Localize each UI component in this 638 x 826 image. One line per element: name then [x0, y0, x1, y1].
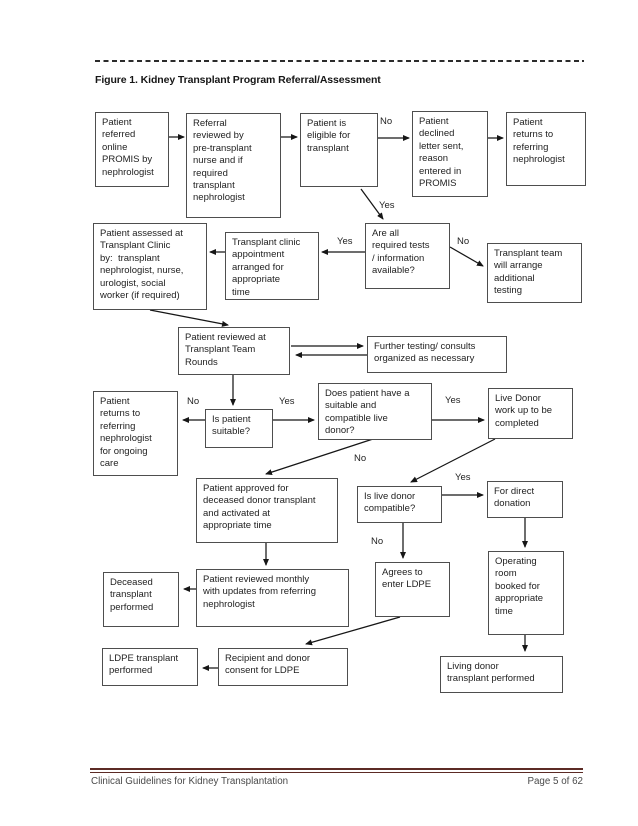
box-for-direct-donation: For direct donation: [487, 481, 563, 518]
box-further-testing-consults: Further testing/ consults organized as n…: [367, 336, 507, 373]
box-approved-deceased-donor: Patient approved for deceased donor tran…: [196, 478, 338, 543]
box-patient-declined-letter: Patient declined letter sent, reason ent…: [412, 111, 488, 197]
box-referral-reviewed: Referral reviewed by pre-transplant nurs…: [186, 113, 281, 218]
box-is-patient-suitable: Is patient suitable?: [205, 409, 273, 448]
footer-document-title: Clinical Guidelines for Kidney Transplan…: [91, 776, 289, 787]
label-yes-donor: Yes: [445, 395, 461, 406]
box-is-live-donor-compatible: Is live donor compatible?: [357, 486, 442, 523]
box-deceased-transplant-performed: Deceased transplant performed: [103, 572, 179, 627]
figure-title: Figure 1. Kidney Transplant Program Refe…: [95, 74, 381, 86]
box-patient-eligible: Patient is eligible for transplant: [300, 113, 378, 187]
box-ldpe-transplant-performed: LDPE transplant performed: [102, 648, 198, 686]
box-clinic-appointment: Transplant clinic appointment arranged f…: [225, 232, 319, 300]
box-agrees-enter-ldpe: Agrees to enter LDPE: [375, 562, 450, 617]
box-patient-referred-online: Patient referred online PROMIS by nephro…: [95, 112, 169, 187]
box-operating-room-booked: Operating room booked for appropriate ti…: [488, 551, 564, 635]
label-yes-suitable: Yes: [279, 396, 295, 407]
box-assessed-at-clinic: Patient assessed at Transplant Clinic by…: [93, 223, 207, 310]
footer-page-number: Page 5 of 62: [527, 776, 583, 787]
label-no-tests: No: [457, 236, 470, 247]
box-arrange-additional-testing: Transplant team will arrange additional …: [487, 243, 582, 303]
box-live-donor-workup: Live Donor work up to be completed: [488, 388, 573, 439]
header-dashed-rule: [95, 60, 584, 62]
box-returns-ongoing-care: Patient returns to referring nephrologis…: [93, 391, 178, 476]
arrow-assessed-to-rounds: [149, 309, 229, 327]
box-living-donor-performed: Living donor transplant performed: [440, 656, 563, 693]
box-returns-to-nephrologist: Patient returns to referring nephrologis…: [506, 112, 586, 186]
arrow-workup-to-compatible: [410, 438, 496, 483]
arrow-tests-to-arrange: [449, 246, 484, 267]
label-yes-tests: Yes: [337, 236, 353, 247]
label-yes-eligible: Yes: [379, 200, 395, 211]
footer-rule: [90, 768, 583, 773]
label-no-compatible: No: [371, 536, 384, 547]
box-reviewed-monthly: Patient reviewed monthly with updates fr…: [196, 569, 349, 627]
box-ldpe-consent: Recipient and donor consent for LDPE: [218, 648, 348, 686]
box-transplant-team-rounds: Patient reviewed at Transplant Team Roun…: [178, 327, 290, 375]
label-no-donor: No: [354, 453, 367, 464]
label-no-eligible: No: [380, 116, 393, 127]
label-yes-compatible: Yes: [455, 472, 471, 483]
box-tests-available: Are all required tests / information ava…: [365, 223, 450, 289]
box-has-live-donor: Does patient have a suitable and compati…: [318, 383, 432, 440]
label-no-suitable: No: [187, 396, 200, 407]
